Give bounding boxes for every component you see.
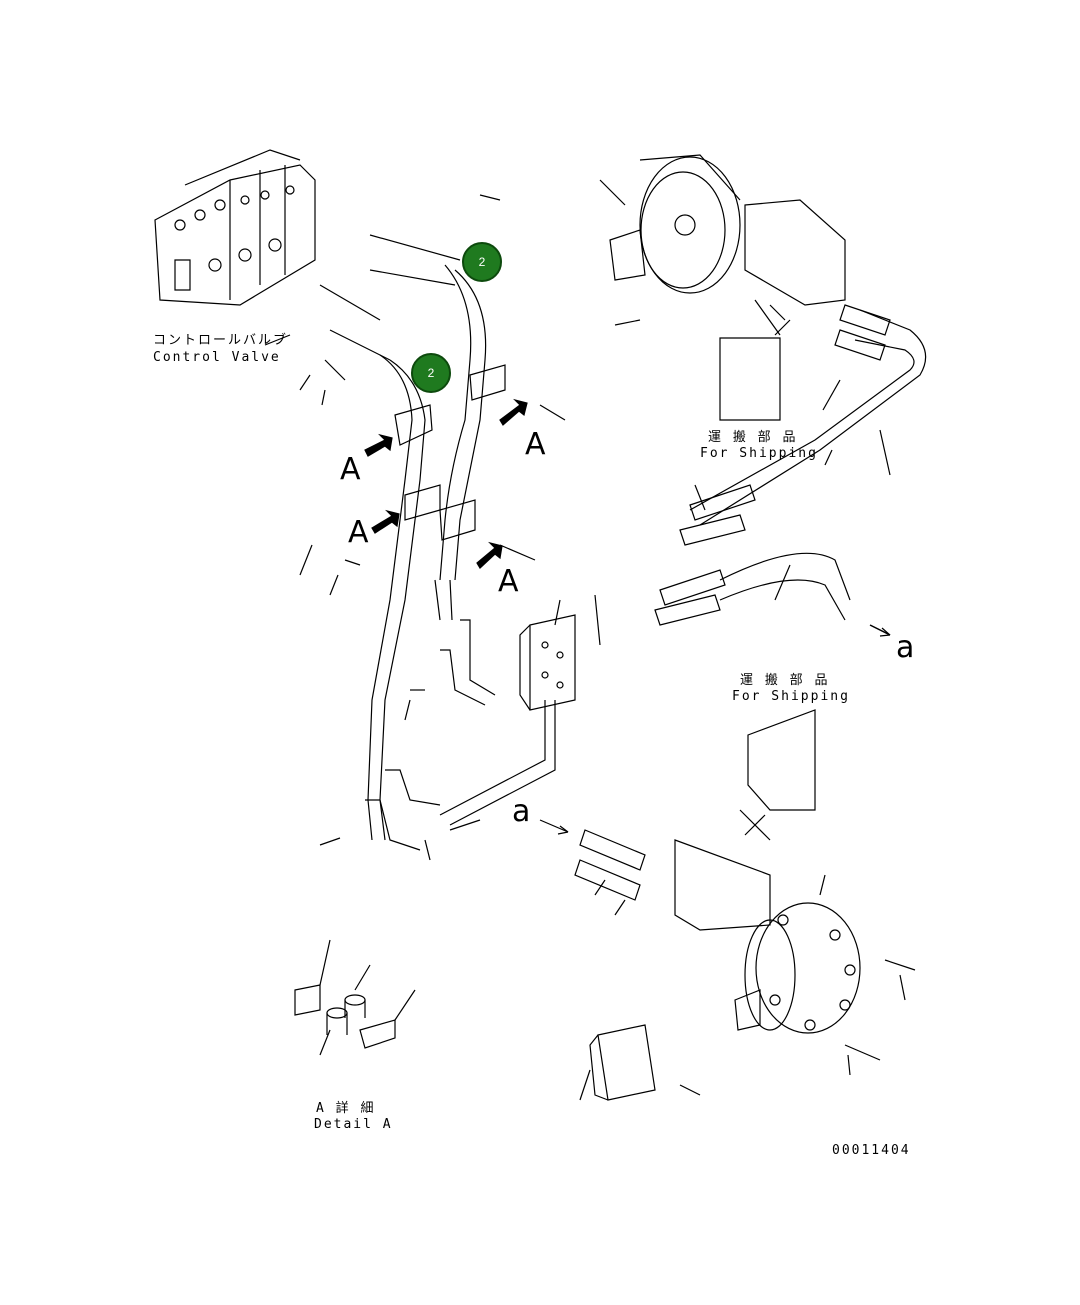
shipping-box-lower [739, 709, 816, 841]
detail-a-label-en: Detail A [314, 1117, 393, 1132]
connector-letter-a-right: a [896, 630, 915, 665]
shipping-box-upper [719, 199, 846, 421]
control-valve-label-jp: コントロールバルブ [153, 333, 289, 348]
leader-lines [264, 179, 906, 1101]
bolts [319, 194, 916, 1096]
control-valve-label-en: Control Valve [153, 350, 281, 365]
detail-a-parts [294, 984, 396, 1049]
part-callout-2-lower[interactable]: 2 [411, 353, 451, 393]
hose-to-a [654, 552, 891, 637]
detail-a-label-jp: A 詳 細 [316, 1101, 376, 1116]
shipping-label-upper-en: For Shipping [700, 446, 818, 461]
manifold-block [439, 614, 576, 826]
cover-plate [589, 1024, 656, 1101]
swing-motor-lower [674, 839, 861, 1034]
view-letter-a-3: A [348, 515, 369, 550]
shipping-label-lower-en: For Shipping [732, 689, 850, 704]
connector-letter-a-left: a [512, 794, 531, 829]
lower-hoses [365, 579, 496, 851]
swing-motor-upper [609, 154, 741, 294]
upper-hoses [319, 234, 487, 841]
view-letter-a-1: A [340, 452, 361, 487]
view-arrows [364, 398, 528, 569]
shipping-label-upper-jp: 運 搬 部 品 [708, 430, 798, 445]
hose-run-right [679, 304, 927, 546]
control-valve-drawing [154, 149, 316, 306]
lower-connectors [539, 819, 646, 901]
part-callout-2-upper[interactable]: 2 [462, 242, 502, 282]
view-letter-a-4: A [498, 564, 519, 599]
view-letter-a-2: A [525, 427, 546, 462]
clamps [394, 364, 506, 541]
shipping-label-lower-jp: 運 搬 部 品 [740, 673, 830, 688]
drawing-number: 00011404 [832, 1143, 911, 1158]
